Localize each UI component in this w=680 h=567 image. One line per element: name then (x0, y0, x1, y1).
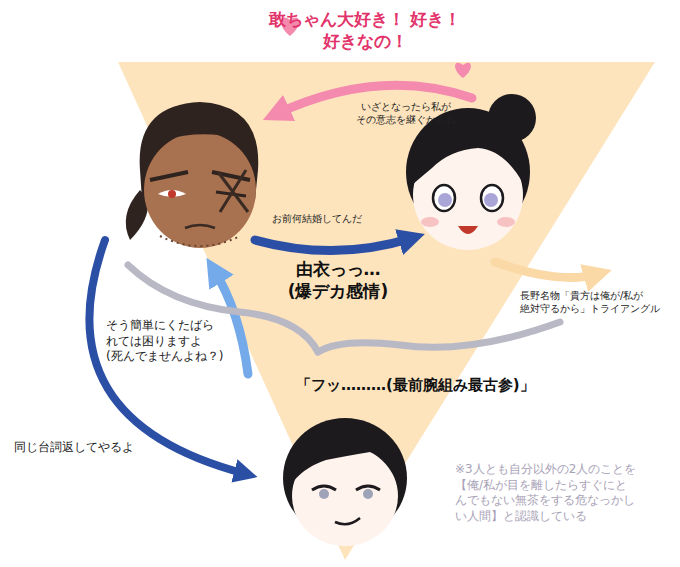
arrow-label: 同じ台詞返してやるよ (14, 440, 144, 456)
heart (455, 63, 471, 78)
blue-arrow (89, 240, 246, 474)
side-note: 長野名物「貴方は俺が/私が 絶対守るから」トライアングル (520, 289, 675, 315)
footnote: ※3人とも自分以外の2人のことを 【俺/私が目を離したらすぐにと んでもない無茶… (455, 462, 655, 524)
face-bottom (283, 418, 407, 546)
blue-arrow (255, 238, 412, 251)
face-left (126, 102, 258, 248)
arrow-label: そう簡単にくたばら れては困りますよ (死んでませんよね？) (106, 318, 228, 365)
peach-arrow (495, 262, 598, 278)
emotion-label: 由衣っっ… (爆デカ感情) (268, 258, 408, 302)
arrow-label: お前何結婚してんだ (272, 212, 392, 225)
love-shout: 敢ちゃん大好き！ 好き！好きなの！ (250, 8, 480, 52)
grey-brace (318, 322, 560, 352)
arrow-label: いざとなったら私が その意志を継ぐからね (350, 100, 462, 126)
brace-label: 「フッ………(最前腕組み最古参)」 (296, 376, 535, 396)
